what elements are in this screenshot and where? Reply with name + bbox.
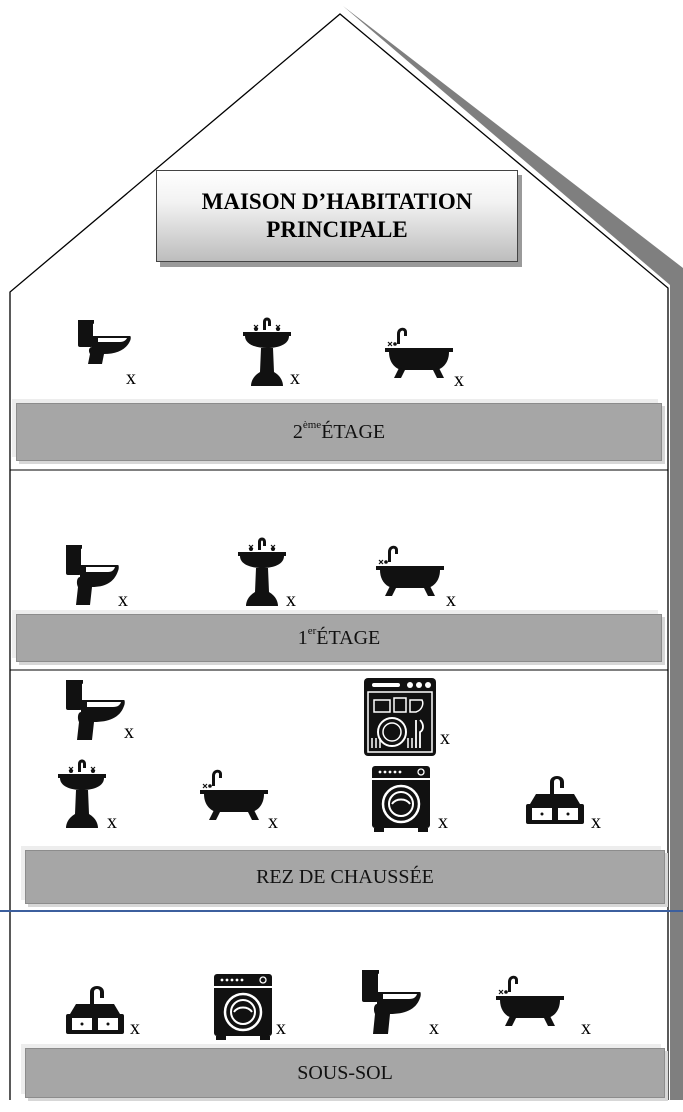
toilet-icon [78,320,132,364]
bathtub-icon [496,970,564,1032]
kitchen-sink-icon [62,984,128,1038]
sink-icon [238,534,286,606]
marker-x: x [591,811,601,833]
kitchen-sink-icon [522,774,588,828]
toilet-icon [66,545,120,607]
marker-x: x [429,1017,439,1039]
sink-icon [58,756,106,828]
title-line-2: PRINCIPALE [266,217,408,242]
bathtub-icon [200,764,268,826]
floor-label-main: REZ DE CHAUSSÉE [256,865,434,888]
washing-machine-icon [372,766,430,832]
marker-x: x [438,811,448,833]
bathtub-icon [376,540,444,602]
floor-label-main: 1 [297,626,308,649]
marker-x: x [276,1017,286,1039]
house-walls [9,13,669,1100]
title-line-1: MAISON D’HABITATION [201,189,473,214]
ground-level-line [0,910,683,912]
marker-x: x [126,367,136,389]
washing-machine-icon [214,974,272,1040]
dishwasher-icon [364,678,436,756]
marker-x: x [124,721,134,743]
marker-x: x [581,1017,591,1039]
title-box: MAISON D’HABITATION PRINCIPALE [156,170,518,262]
marker-x: x [268,811,278,833]
marker-x: x [130,1017,140,1039]
bathtub-icon [385,322,453,384]
marker-x: x [118,589,128,611]
marker-x: x [440,727,450,749]
marker-x: x [286,589,296,611]
sink-icon [243,314,291,386]
marker-x: x [446,589,456,611]
floor-label-sous-sol: SOUS-SOL [25,1048,665,1098]
floor-label-main: SOUS-SOL [297,1061,393,1084]
marker-x: x [290,367,300,389]
toilet-icon [362,970,422,1036]
floor-label-rez-de-chaussee: REZ DE CHAUSSÉE [25,850,665,904]
floor-label-rest: ÉTAGE [316,626,381,649]
floor-label-rest: ÉTAGE [321,420,386,443]
floor-label-main: 2 [292,420,303,443]
marker-x: x [107,811,117,833]
floor-label-sup: er [307,625,317,637]
floor-label-sup: ème [302,419,322,431]
marker-x: x [454,369,464,391]
toilet-icon [66,680,126,742]
